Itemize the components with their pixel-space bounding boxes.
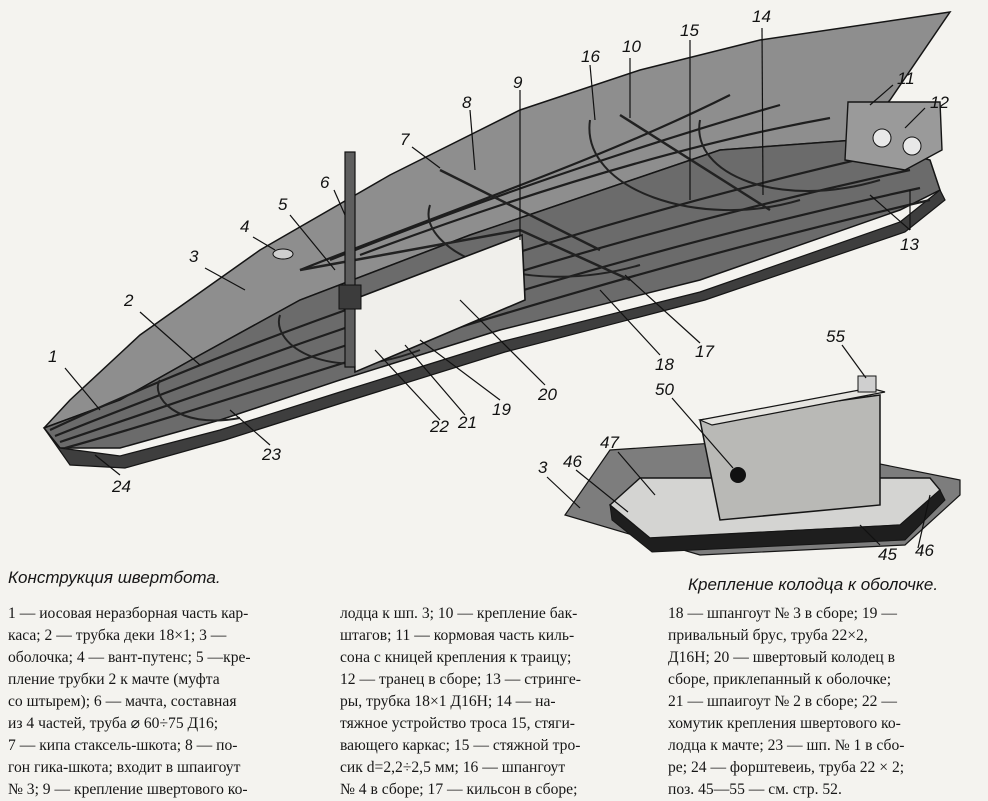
callout-21: 21 xyxy=(457,413,477,432)
legend-line: ре; 24 — форштевеиь, труба 22 × 2; xyxy=(668,759,905,776)
callout-15: 15 xyxy=(680,21,699,40)
hull-bottom-edge xyxy=(43,189,946,469)
legend-line: 12 — транец в сборе; 13 — стринге- xyxy=(340,671,581,688)
callout-10: 10 xyxy=(622,37,641,56)
legend-line: лодца к мачте; 23 — шп. № 1 в сбо- xyxy=(668,737,905,754)
callout-12: 12 xyxy=(930,93,949,112)
detail-drawing xyxy=(564,375,961,556)
legend-line: пление трубки 2 к мачте (муфта xyxy=(8,671,220,688)
callout-46b: 46 xyxy=(915,541,934,560)
legend-line: сик d=2,2÷2,5 мм; 16 — шпангоут xyxy=(340,759,566,776)
callout-18: 18 xyxy=(655,355,674,374)
callout-3-detail: 3 xyxy=(538,458,548,477)
leader-lines xyxy=(64,27,926,476)
callout-7: 7 xyxy=(400,130,410,149)
callout-14: 14 xyxy=(752,7,771,26)
legend-column-1: 1 — иосовая неразборная часть кар- каса;… xyxy=(8,603,330,801)
chainplate xyxy=(272,248,294,260)
callout-9: 9 xyxy=(513,73,523,92)
mast xyxy=(338,151,362,368)
legend-line: вающего каркас; 15 — стяжной тро- xyxy=(340,737,581,754)
mast-sleeve xyxy=(338,284,362,310)
frame-aft xyxy=(698,119,881,192)
legend-line: сборе, приклепанный к оболочке; xyxy=(668,671,892,688)
callout-47: 47 xyxy=(600,433,619,452)
frames xyxy=(156,119,881,422)
boat-diagram: 1 2 3 4 5 6 7 8 9 10 11 12 13 14 15 16 1… xyxy=(42,7,961,560)
legend-line: сона с кницей крепления к траицу; xyxy=(340,649,572,666)
callout-19: 19 xyxy=(492,400,511,419)
frame-2 xyxy=(277,314,421,365)
legend-line: 1 — иосовая неразборная часть кар- xyxy=(8,605,249,622)
callout-17: 17 xyxy=(695,342,714,361)
legend-line: 7 — кипа стаксель-шкота; 8 — по- xyxy=(8,737,238,754)
stringer xyxy=(299,94,731,272)
callout-8: 8 xyxy=(462,93,472,112)
legend-line: ры, трубка 18×1 Д16Н; 14 — на- xyxy=(340,693,556,710)
callout-11: 11 xyxy=(897,69,915,88)
legend-line: хомутик крепления швертового ко- xyxy=(668,715,901,732)
legend-line: штагов; 11 — кормовая часть киль- xyxy=(340,627,575,644)
callout-6: 6 xyxy=(320,173,330,192)
legend-line: 18 — шпангоут № 3 в сборе; 19 — xyxy=(668,605,897,622)
transom-hole xyxy=(872,128,892,148)
legend-line: привальный брус, труба 22×2, xyxy=(668,627,868,644)
legend-line: со штырем); 6 — мачта, составная xyxy=(8,693,237,710)
callout-55: 55 xyxy=(826,327,845,346)
callout-22: 22 xyxy=(429,417,449,436)
detail-cap xyxy=(857,375,877,393)
detail-trunk-front xyxy=(699,394,881,521)
legend-line: каса; 2 — трубка деки 18×1; 3 — xyxy=(8,627,227,644)
callouts-main: 1 2 3 4 5 6 7 8 9 10 11 12 13 14 15 16 1… xyxy=(48,7,949,496)
legend-line: Д16Н; 20 — швертовый колодец в xyxy=(668,649,895,666)
main-caption: Конструкция швертбота. xyxy=(8,568,221,587)
transom xyxy=(844,101,943,171)
legend-line: 21 — шпаигоут № 2 в сборе; 22 — xyxy=(668,693,897,710)
legend-line: лодца к шп. 3; 10 — крепление бак- xyxy=(340,605,578,622)
stringer xyxy=(359,116,831,257)
callout-45: 45 xyxy=(878,545,897,560)
deck-tube xyxy=(619,113,771,212)
detail-flange-edge xyxy=(609,489,946,553)
callout-50: 50 xyxy=(655,380,674,399)
detail-caption: Крепление колодца к оболочке. xyxy=(688,575,939,594)
legend-column-2: лодца к шп. 3; 10 — крепление бак- штаго… xyxy=(340,603,662,801)
legend-line: тяжное устройство троса 15, стяги- xyxy=(340,715,576,732)
legend-line: гон гика-шкота; входит в шпаигоут xyxy=(8,759,241,776)
legend-line: из 4 частей, труба ⌀ 60÷75 Д16; xyxy=(8,715,219,732)
callout-20: 20 xyxy=(537,385,557,404)
legend-line: № 4 в сборе; 17 — кильсон в сборе; xyxy=(340,781,578,798)
callout-3: 3 xyxy=(189,247,199,266)
detail-bolt xyxy=(730,467,746,483)
frame-1 xyxy=(156,379,241,422)
callout-4: 4 xyxy=(240,217,249,236)
transom-hole xyxy=(902,136,922,156)
frame-4 xyxy=(588,119,801,212)
callout-1: 1 xyxy=(48,347,57,366)
callout-23: 23 xyxy=(261,445,281,464)
callout-13: 13 xyxy=(900,235,919,254)
legend-line: поз. 45—55 — см. стр. 52. xyxy=(668,781,842,798)
detail-trunk-top xyxy=(697,387,886,426)
callout-24: 24 xyxy=(111,477,131,496)
legend-line: оболочка; 4 — вант-путенс; 5 —кре- xyxy=(8,649,251,666)
legend-line: № 3; 9 — крепление швертового ко- xyxy=(8,781,248,798)
detail-leaders xyxy=(546,344,931,549)
callout-46a: 46 xyxy=(563,452,582,471)
callout-16: 16 xyxy=(581,47,600,66)
mast-tube xyxy=(344,151,356,368)
stringer xyxy=(329,103,781,262)
callout-2: 2 xyxy=(123,291,134,310)
legend-column-3: 18 — шпангоут № 3 в сборе; 19 — привальн… xyxy=(668,603,986,801)
callout-5: 5 xyxy=(278,195,288,214)
callouts-detail: 55 50 47 46 3 45 46 xyxy=(538,327,934,560)
